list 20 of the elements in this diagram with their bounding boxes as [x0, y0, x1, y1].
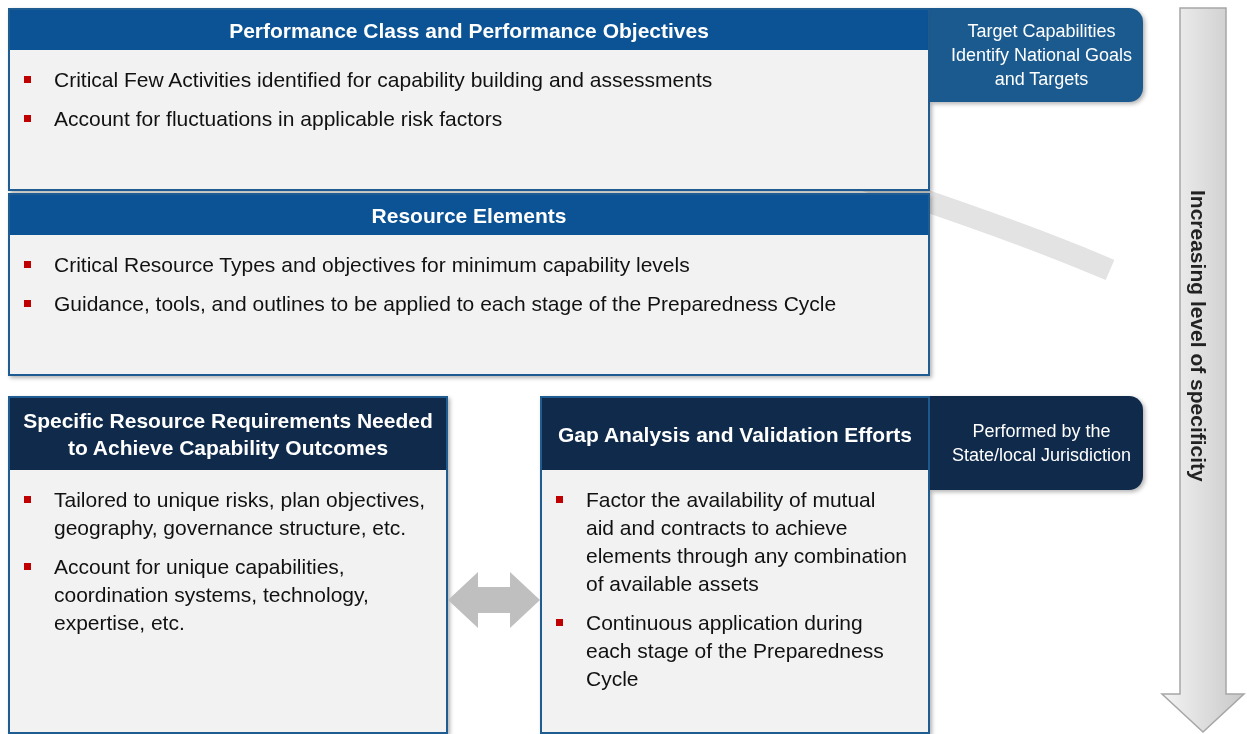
- bullet-point: Tailored to unique risks, plan objectives, geography, governance structure, etc.: [24, 486, 426, 542]
- bullet-point: Account for fluctuations in applicable risk factors: [24, 105, 908, 133]
- panel-heading: Specific Resource Requirements Needed to Achieve Capability Outcomes: [10, 398, 446, 470]
- panel-heading: Gap Analysis and Validation Efforts: [542, 398, 928, 470]
- bullet-point: Continuous application during each stage of the Preparedness Cycle: [556, 609, 908, 693]
- bullet-point: Critical Resource Types and objectives for minimum capability levels: [24, 251, 908, 279]
- content-panel: [8, 8, 930, 191]
- bullet-point: Factor the availability of mutual aid and contracts to achieve elements through any combination of available assets: [556, 486, 908, 598]
- content-panel: [8, 193, 930, 376]
- bullet-point: Account for unique capabilities, coordination systems, technology, expertise, etc.: [24, 553, 426, 637]
- side-tab: Performed by the State/local Jurisdiction: [930, 396, 1143, 490]
- content-panel: [8, 396, 448, 734]
- panel-heading: Resource Elements: [10, 195, 928, 235]
- bullet-point: Guidance, tools, and outlines to be applied to each stage of the Preparedness Cycle: [24, 290, 908, 318]
- content-panel: [540, 396, 930, 734]
- side-tab: Target Capabilities Identify National Goals and Targets: [930, 8, 1143, 102]
- panel-heading: Performance Class and Performance Objectives: [10, 10, 928, 50]
- bullet-point: Critical Few Activities identified for capability building and assessments: [24, 66, 908, 94]
- axis-label: Increasing level of specificity: [1186, 190, 1210, 482]
- double-arrow: [448, 572, 540, 628]
